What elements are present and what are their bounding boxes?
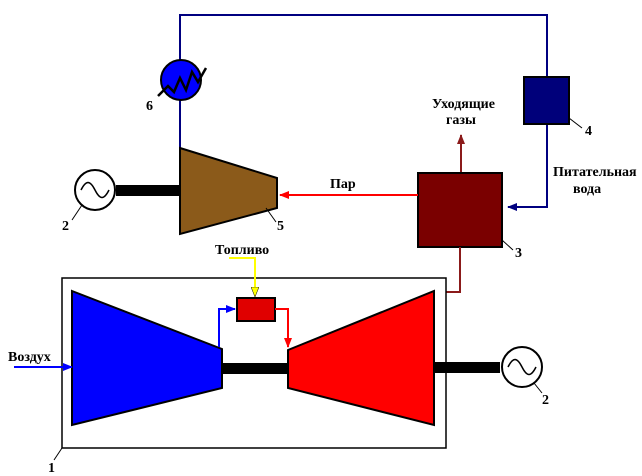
steam-label: Пар (330, 177, 356, 192)
gas-turbine-generator-shaft (434, 362, 500, 373)
feedwater-label-line1: Питательная (553, 165, 637, 180)
exhaust-label-line1: Уходящие (432, 97, 495, 112)
label-2-bottom: 2 (542, 393, 549, 408)
generator-bottom: 2 (501, 346, 549, 408)
label-4: 4 (585, 124, 592, 139)
gas-turbine-shaft (222, 363, 288, 374)
exhaust-label-line2: газы (446, 113, 476, 128)
condenser: 6 (146, 59, 208, 114)
hot-gas-to-turbine (275, 308, 292, 348)
compressor (71, 289, 223, 427)
combustor (236, 297, 276, 322)
label-6: 6 (146, 99, 153, 114)
generator-top: 2 (62, 169, 116, 234)
fuel-line (229, 257, 255, 296)
steam-turbine-shaft (116, 185, 180, 196)
air-label: Воздух (8, 350, 51, 365)
sine-wave-icon (507, 358, 537, 376)
label-3: 3 (515, 246, 522, 261)
feed-pump: 4 (523, 76, 592, 139)
feedwater-label-line2: вода (573, 182, 601, 197)
label-2-top: 2 (62, 219, 69, 234)
compressed-air-line (218, 305, 236, 347)
fuel-label: Топливо (215, 243, 269, 258)
feedwater-loop (179, 14, 548, 211)
heat-recovery-boiler: 3 (417, 172, 522, 261)
label-5: 5 (277, 219, 284, 234)
heat-exchanger-coil-icon (157, 67, 208, 97)
gas-turbine (287, 289, 435, 427)
label-1: 1 (48, 461, 55, 476)
sine-wave-icon (80, 181, 110, 199)
steam-turbine: 5 (179, 146, 284, 236)
